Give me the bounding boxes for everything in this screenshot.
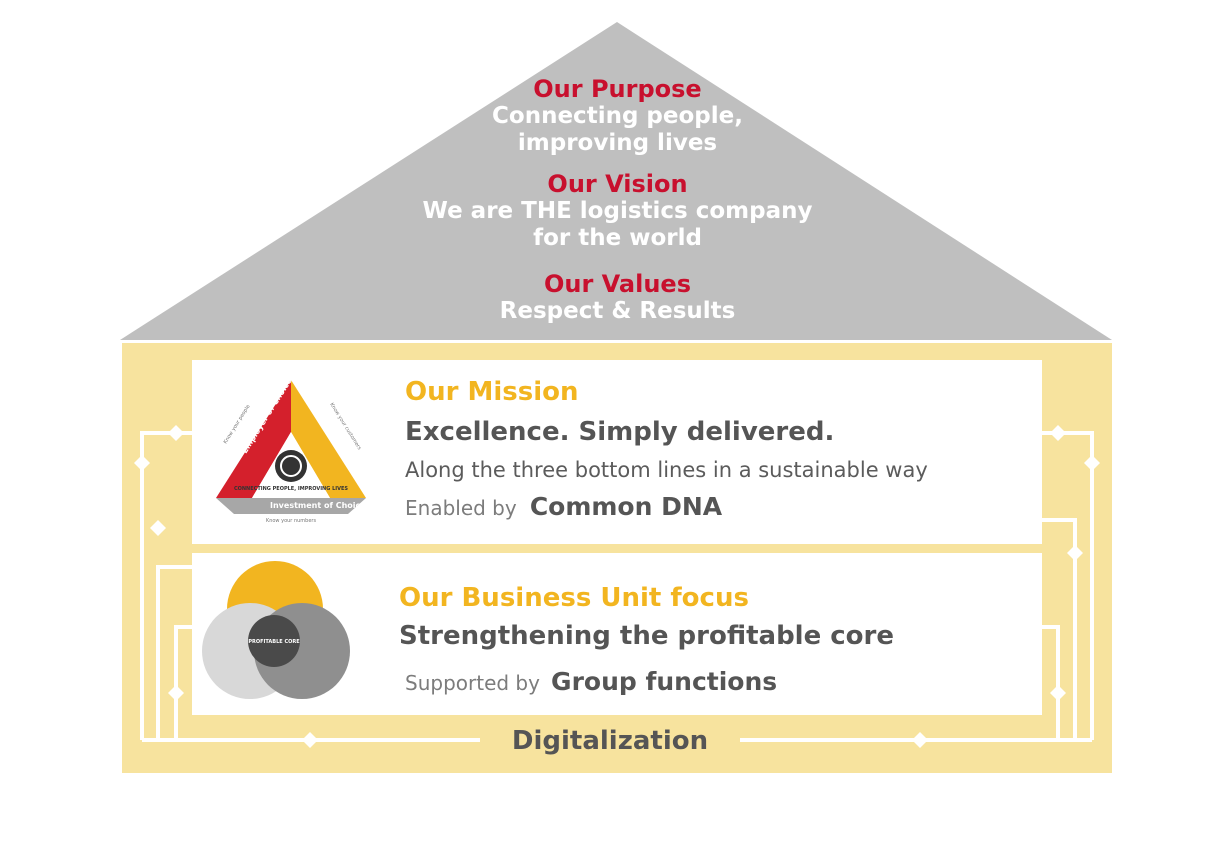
mission-tagline: Excellence. Simply delivered.	[405, 417, 835, 447]
mission-heading: Our Mission	[405, 377, 579, 407]
digitalization-label: Digitalization	[511, 726, 709, 756]
business-unit-tagline: Strengthening the profitable core	[399, 621, 895, 651]
vision-heading: Our Vision	[547, 170, 688, 198]
values-line: Respect & Results	[499, 298, 736, 324]
purpose-line-1: Connecting people,	[492, 103, 743, 129]
triangle-edge-bottom: Know your numbers	[266, 518, 317, 524]
vision-line-1: We are THE logistics company	[422, 198, 813, 224]
profitable-core-venn-icon: PROFITABLE CORE	[202, 561, 350, 699]
profitable-core-label: PROFITABLE CORE	[248, 639, 300, 645]
supported-by-prefix: Supported by	[405, 671, 540, 695]
roof	[120, 22, 1112, 340]
supported-by-value: Group functions	[551, 667, 778, 696]
enabled-by-value: Common DNA	[529, 492, 723, 521]
business-unit-heading: Our Business Unit focus	[399, 583, 749, 613]
vision-line-2: for the world	[533, 225, 702, 251]
enabled-by-prefix: Enabled by	[405, 496, 517, 520]
common-dna-triangle-icon: Employer of Choice Provider of Choice In…	[216, 376, 366, 524]
mission-panel: Employer of Choice Provider of Choice In…	[192, 360, 1042, 544]
mission-subline: Along the three bottom lines in a sustai…	[405, 458, 928, 482]
mission-enabled-row: Enabled by Common DNA	[405, 492, 722, 521]
purpose-heading: Our Purpose	[533, 75, 702, 103]
triangle-investment-label: Investment of Choice	[270, 501, 366, 510]
purpose-line-2: improving lives	[517, 130, 718, 156]
circuit-nodes	[134, 425, 1100, 748]
business-unit-panel: PROFITABLE CORE Our Business Unit focus …	[192, 553, 1042, 715]
triangle-center-label: CONNECTING PEOPLE, IMPROVING LIVES	[234, 486, 348, 492]
business-unit-supported-row: Supported by Group functions	[405, 667, 777, 696]
values-heading: Our Values	[543, 270, 691, 298]
